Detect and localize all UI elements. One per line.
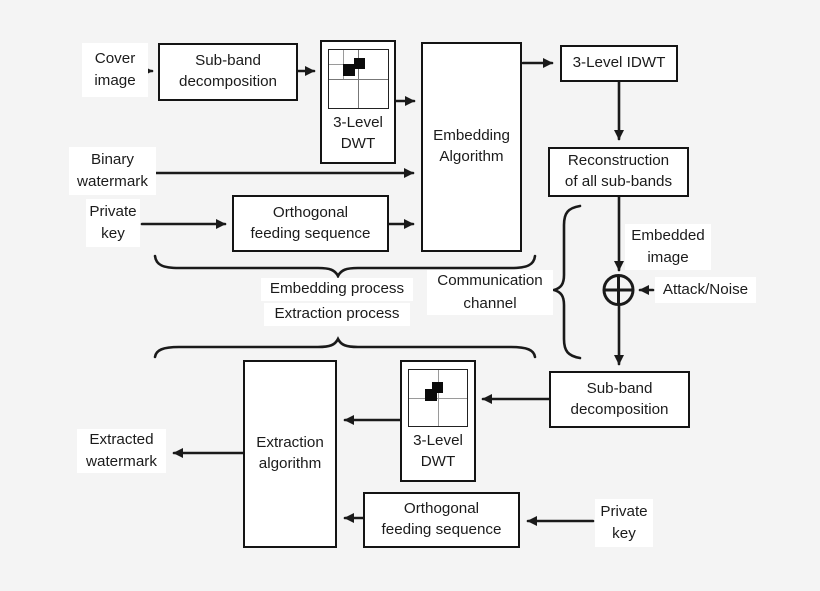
extracted-watermark-label: Extracted watermark: [77, 429, 166, 473]
dwt-top-label: 3-Level DWT: [333, 114, 383, 152]
binary-watermark-label: Binary watermark: [69, 147, 156, 195]
embedded-image-label: Embedded image: [625, 224, 711, 270]
dwt-bottom-label: 3-Level DWT: [413, 432, 463, 470]
cover-image-label: Cover image: [82, 43, 148, 97]
private-key-top-label: Private key: [86, 199, 140, 247]
reconstruction-box: Reconstruction of all sub-bands: [548, 147, 689, 197]
subband-decomposition-top-box: Sub-band decomposition: [158, 43, 298, 101]
dwt-bottom-box: 3-Level DWT: [400, 360, 476, 482]
communication-channel-label: Communication channel: [427, 270, 553, 315]
dwt-top-box: 3-Level DWT: [320, 40, 396, 164]
extraction-process-brace: [153, 336, 537, 359]
embedding-process-brace: [153, 254, 537, 279]
idwt-box: 3-Level IDWT: [560, 45, 678, 82]
communication-channel-brace: [549, 204, 582, 360]
embedding-algorithm-box: Embedding Algorithm: [421, 42, 522, 252]
subband-decomposition-bottom-box: Sub-band decomposition: [549, 371, 690, 428]
private-key-bottom-label: Private key: [595, 499, 653, 547]
extraction-algorithm-box: Extraction algorithm: [243, 360, 337, 548]
wavelet-decomposition-icon: [408, 369, 468, 427]
attack-noise-label: Attack/Noise: [655, 277, 756, 303]
orthogonal-feeding-bottom-box: Orthogonal feeding sequence: [363, 492, 520, 548]
orthogonal-feeding-top-box: Orthogonal feeding sequence: [232, 195, 389, 252]
embedding-process-label: Embedding process: [261, 278, 413, 301]
extraction-process-label: Extraction process: [264, 303, 410, 326]
wavelet-decomposition-icon: [327, 49, 389, 109]
adder-plus-circle-icon: [602, 274, 635, 306]
